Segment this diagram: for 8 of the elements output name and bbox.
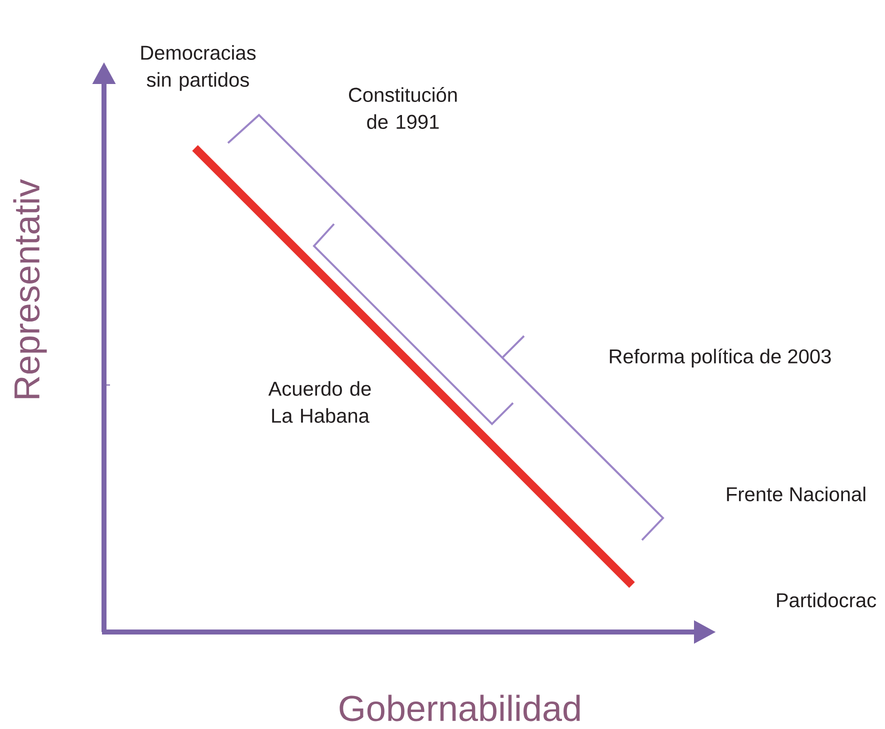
annotation-label: Constitución de 1991 [349, 87, 457, 129]
annotation-label: Reforma política de 2003 [610, 348, 831, 368]
annotation-label: Democracias sin partidos [141, 45, 256, 91]
axis-label: Gobernabilidad [340, 694, 580, 722]
annotation-label: Partidocrac [777, 592, 876, 608]
annotation-label: Acuerdo de La Habana [268, 381, 371, 423]
axis-label: Representativ [13, 179, 47, 398]
annotation-label: Frente Nacional [727, 486, 866, 502]
